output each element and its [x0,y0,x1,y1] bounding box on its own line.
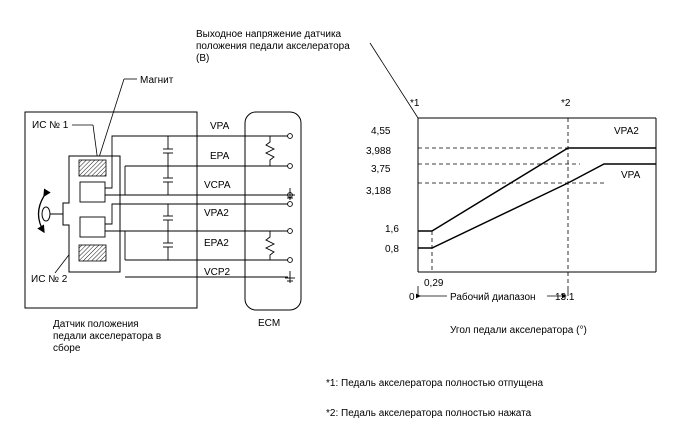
y-tick: 0,8 [385,244,399,255]
y-tick: 3,75 [371,164,391,175]
note-2: *2: Педаль акселератора полностью нажата [326,408,532,419]
ic2-label: ИС № 2 [31,274,68,285]
y-tick: 4,55 [371,126,391,137]
capacitor [163,166,173,195]
capacitor [163,204,173,231]
chart-title: Выходное напряжение датчика [196,29,342,40]
magnet-label: Магнит [140,75,174,86]
x-tick: 13.1 [555,292,575,303]
reference-lines [418,118,604,286]
shaft-end [41,206,51,222]
x-tick: 0,29 [424,278,444,289]
ic1-label: ИС № 1 [32,120,69,131]
wire-label-epa2: EPA2 [204,238,229,249]
magnet-leader [94,78,125,171]
magnet-bottom [78,244,107,262]
chart-title: положения педали акселератора [196,41,350,52]
note-1: *1: Педаль акселератора полностью отпуще… [326,378,544,389]
ic2-chip [79,216,106,238]
wire-lines [124,135,288,261]
range-label: Рабочий диапазон [450,291,536,303]
ic1-connection [105,135,125,189]
wire-label-vcpa: VCPA [204,180,231,191]
wire-label-epa: EPA [210,151,230,162]
series-layer [418,147,656,249]
series-label-vpa2: VPA2 [614,126,639,137]
rotation-arrow-icon [37,188,51,234]
sensor-assembly-box [24,111,198,309]
ground-icon [285,188,295,200]
series-label-vpa: VPA [621,170,641,181]
y-tick: 3,188 [366,186,391,197]
marker-star2: *2 [561,98,571,109]
ic2-connection [105,203,125,225]
wire-label-vpa2: VPA2 [204,208,229,219]
series-line-vpa [418,163,656,249]
ic1-chip [79,181,106,203]
ground-icon [285,271,295,283]
assembly-label: сборе [53,342,81,354]
assembly-label: педали акселератора в [53,331,161,342]
y-tick: 3,988 [366,146,391,157]
chart-title: (В) [196,53,209,64]
series-line-vpa2 [418,147,656,232]
wire-label-vcp2: VCP2 [204,267,231,278]
resistor [264,136,276,166]
title-leader [369,42,419,119]
ecm-label: ECM [258,318,280,329]
ecm-box [244,111,302,311]
capacitor [163,136,173,166]
y-tick: 1,6 [385,224,399,235]
x-tick: 0 [409,292,415,303]
x-axis-label: Угол педали акселератора (°) [450,325,587,336]
resistor [264,231,276,260]
capacitor [163,231,173,260]
magnet-top [78,159,107,177]
wire-label-vpa: VPA [210,121,230,132]
marker-star1: *1 [410,98,420,109]
range-label-bg [447,289,547,301]
assembly-label: Датчик положения [53,319,139,330]
